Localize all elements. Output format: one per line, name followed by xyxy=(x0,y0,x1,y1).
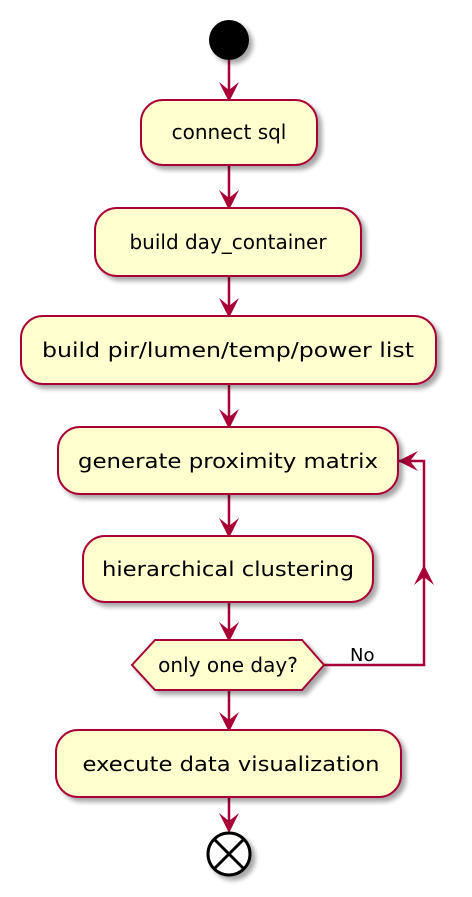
arrowhead xyxy=(219,518,239,538)
connectors xyxy=(227,60,426,830)
arrowhead xyxy=(219,813,239,833)
loop-back-line xyxy=(324,459,426,667)
action-label: execute data visualization xyxy=(83,752,380,776)
action-build-day-container: build day_container xyxy=(94,207,362,277)
action-label: build pir/lumen/temp/power list xyxy=(42,338,414,362)
action-execute-data-visualization: execute data visualization xyxy=(55,729,402,798)
stop-node xyxy=(206,831,252,877)
decision-question: only one day? xyxy=(158,653,298,677)
arrowhead xyxy=(219,82,239,102)
loop-left-arrowhead xyxy=(398,451,418,471)
action-label: generate proximity matrix xyxy=(78,449,378,473)
start-node xyxy=(209,20,249,60)
action-build-list: build pir/lumen/temp/power list xyxy=(20,315,437,385)
action-label: build day_container xyxy=(129,230,327,254)
arrowhead xyxy=(219,712,239,732)
arrowhead xyxy=(219,190,239,210)
decision-only-one-day: only one day? xyxy=(130,639,326,691)
loop-up-arrowhead xyxy=(414,565,434,585)
action-label: hierarchical clustering xyxy=(102,557,354,581)
action-connect-sql: connect sql xyxy=(140,99,318,166)
arrowhead xyxy=(219,298,239,318)
action-hierarchical-clustering: hierarchical clustering xyxy=(82,535,374,603)
arrowheads xyxy=(219,82,434,833)
action-generate-proximity-matrix: generate proximity matrix xyxy=(57,426,399,495)
loop-label-no: No xyxy=(350,645,374,666)
action-label: connect sql xyxy=(172,120,287,144)
arrowhead xyxy=(219,622,239,642)
arrowhead xyxy=(219,409,239,429)
